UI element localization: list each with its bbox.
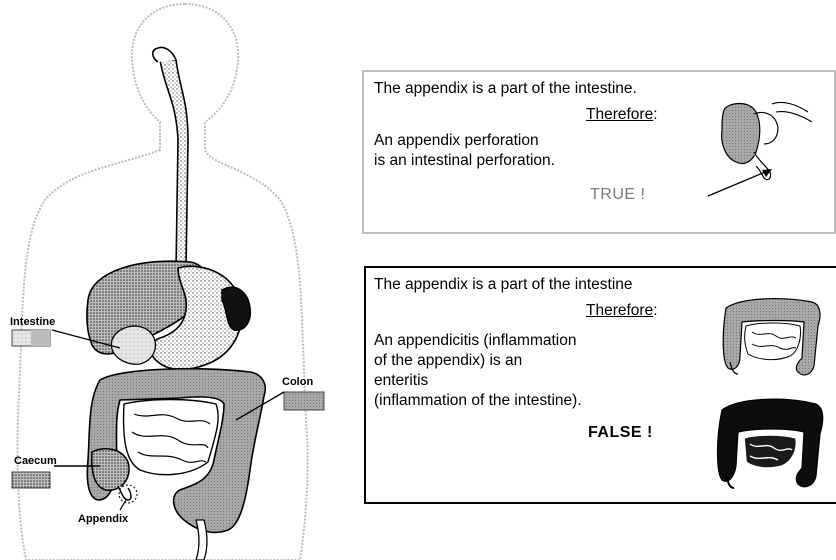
digestive-system-illustration [0,0,350,560]
verdict-false: FALSE ! [588,424,653,442]
appendix-label: Appendix [78,513,128,525]
colon-label: Colon [282,376,313,388]
verdict-true: TRUE ! [590,186,645,204]
conclusion-line-1: An appendix perforation [374,132,539,150]
conclusion-line-2: of the appendix) is an [374,352,522,370]
intestine-label: Intestine [10,316,55,328]
caecum-swatch [12,472,50,488]
premise-text: The appendix is a part of the intestine [374,276,633,294]
inflamed-intestine-drawing [716,396,826,492]
therefore-text: Therefore: [586,106,658,124]
syllogism-true-box: The appendix is a part of the intestine.… [362,70,836,234]
conclusion-line-3: enteritis [374,372,428,390]
pointer-arrow-icon [704,160,784,200]
syllogism-false-box: The appendix is a part of the intestine … [364,266,836,504]
caecum [92,449,129,490]
conclusion-line-4: (inflammation of the intestine). [374,392,582,410]
colon-swatch [284,392,324,410]
therefore-text: Therefore: [586,302,658,320]
premise-text: The appendix is a part of the intestine. [374,80,637,98]
caecum-label: Caecum [14,455,57,467]
intestine-drawing [720,292,824,382]
conclusion-line-1: An appendicitis (inflammation [374,332,576,350]
conclusion-line-2: is an intestinal perforation. [374,152,555,170]
